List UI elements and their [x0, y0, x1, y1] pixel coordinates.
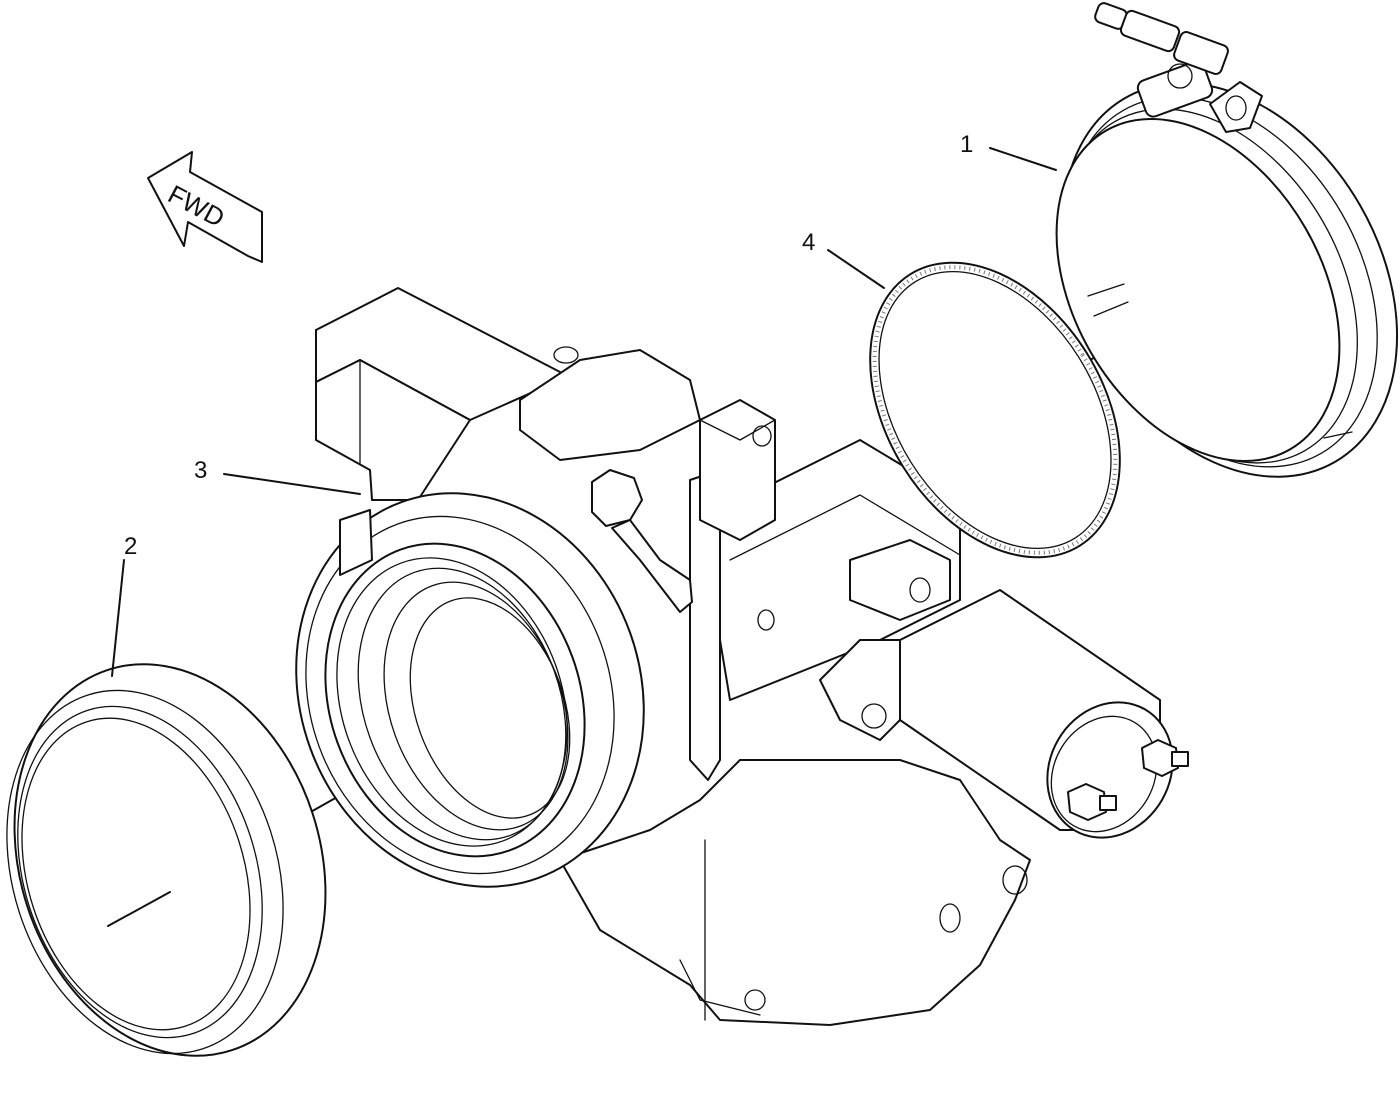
callout-4: 4 [802, 229, 885, 289]
callout-4-label: 4 [802, 229, 815, 256]
part-3-valve-housing [295, 287, 1031, 1026]
callout-1: 1 [960, 131, 1057, 171]
part-2-cover-disc [6, 663, 327, 1057]
part-4-seal-ring [869, 261, 1121, 559]
callout-3-label: 3 [194, 457, 207, 484]
callout-2: 2 [111, 533, 137, 677]
fwd-direction-arrow: FWD [147, 151, 263, 263]
callout-1-label: 1 [960, 131, 973, 158]
callout-3: 3 [194, 457, 361, 495]
actuator-motor [819, 589, 1189, 839]
callout-2-label: 2 [124, 533, 137, 560]
part-1-v-band-clamp [1055, 2, 1399, 478]
